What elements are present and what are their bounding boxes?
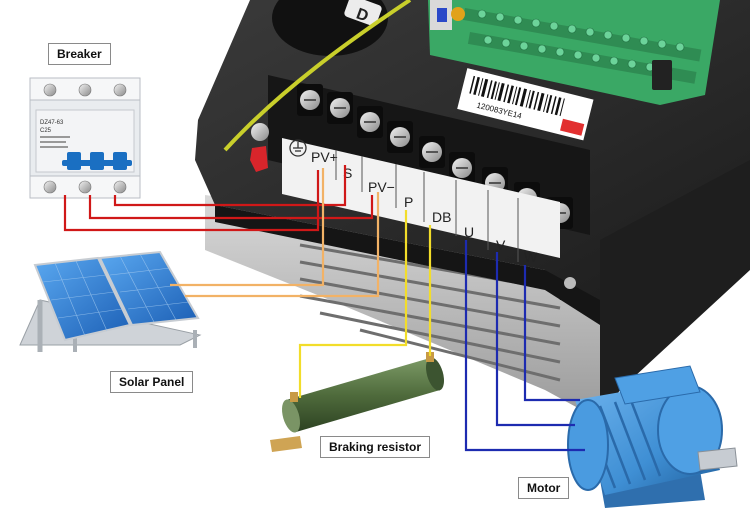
motor-shaft [697,447,738,471]
terminal-label-strip [282,138,560,258]
terminal-label-p: P [404,194,413,210]
terminal-label-v: V [496,237,506,253]
barcode-label: 120083YE14 [457,68,594,141]
lid-letter: D [354,6,371,26]
braking-resistor-label: Braking resistor [320,436,431,458]
terminal-label-pvplus: PV+ [311,149,338,165]
ground-icon [289,139,307,157]
ground-wire [223,0,412,152]
breaker: DZ47-63 C25 [29,77,141,199]
resistor-body [286,358,440,432]
terminal-label-db: DB [432,209,451,225]
inverter-side [600,160,750,420]
breaker-model: DZ47-63 [40,120,64,126]
breaker-label: Breaker [48,43,111,65]
terminal-label-s: S [343,165,352,181]
inverter: D 120083YE14 [195,0,750,420]
wire-red-pvminus [88,195,374,220]
motor-label: Motor [518,477,570,499]
wire-yellow-p [298,210,408,398]
motor [567,365,738,508]
red-terminal-cap [250,146,268,172]
solar-panel-label: Solar Panel [110,371,194,393]
braking-resistor [270,352,445,452]
wire-red-s [113,165,347,207]
wire-blue-v [495,252,575,427]
wire-blue-u [464,240,585,452]
terminal-label-pvminus: PV− [368,179,395,195]
wire-red-pvplus [63,170,320,232]
terminal-labels: PV+ S PV− P DB U V W [311,149,538,265]
breaker-rating: C25 [40,128,52,134]
wire-blue-w [523,265,580,402]
terminal-dividers [335,150,519,262]
wires [63,165,585,452]
breaker-levers [62,152,132,170]
terminal-label-w: W [524,249,538,265]
ground-screw [251,123,269,141]
terminal-label-u: U [464,224,474,240]
wire-orange-pvminus [185,192,380,298]
wire-orange-pvplus [170,168,325,287]
mounting-screw [564,277,576,289]
solar-panel [19,250,202,352]
motor-terminal-box [614,365,701,405]
solar-module-left [33,256,132,342]
